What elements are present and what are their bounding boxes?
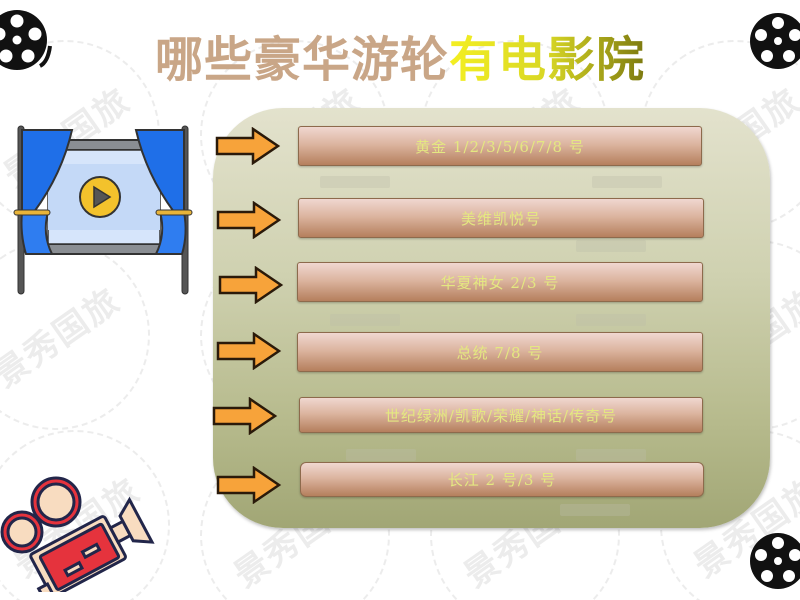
film-reel-icon: [750, 13, 800, 69]
ship-button-golden[interactable]: 黄金 1/2/3/5/6/7/8 号: [298, 126, 702, 166]
ship-label: 世纪绿洲/凯歌/荣耀/神话/传奇号: [384, 406, 618, 425]
title-part-1: 哪些豪华游轮: [154, 32, 449, 88]
arrow-right-icon: [215, 127, 281, 165]
ship-row: 世纪绿洲/凯歌/荣耀/神话/传奇号: [0, 397, 800, 442]
movie-camera-icon: [0, 476, 155, 592]
ship-button-huaxia-goddess[interactable]: 华夏神女 2/3 号: [297, 262, 703, 302]
faint-caption: [346, 449, 416, 461]
ship-label: 总统 7/8 号: [456, 343, 544, 362]
arrow-right-icon: [218, 266, 284, 304]
film-reel-icon: [750, 533, 800, 589]
arrow-right-icon: [212, 397, 278, 435]
arrow-right-icon: [216, 466, 282, 504]
ship-list-panel: [213, 108, 770, 528]
faint-caption: [560, 504, 630, 516]
ship-button-president[interactable]: 总统 7/8 号: [297, 332, 703, 372]
faint-caption: [320, 176, 390, 188]
faint-caption: [576, 240, 646, 252]
ship-label: 长江 2 号/3 号: [447, 471, 557, 489]
ship-button-century[interactable]: 世纪绿洲/凯歌/荣耀/神话/传奇号: [299, 397, 703, 433]
arrow-right-icon: [216, 201, 282, 239]
faint-caption: [592, 176, 662, 188]
ship-button-yangtze[interactable]: 长江 2 号/3 号: [300, 462, 704, 497]
faint-caption: [330, 314, 400, 326]
ship-row: 长江 2 号/3 号: [0, 462, 800, 507]
ship-row: 黄金 1/2/3/5/6/7/8 号: [0, 126, 800, 171]
arrow-right-icon: [216, 332, 282, 370]
ship-row: 华夏神女 2/3 号: [0, 262, 800, 307]
ship-label: 华夏神女 2/3 号: [440, 273, 560, 292]
title-part-2: 有电影院: [449, 32, 646, 88]
ship-row: 总统 7/8 号: [0, 332, 800, 377]
ship-row: 美维凯悦号: [0, 198, 800, 243]
page-title: 哪些豪华游轮有电影院: [0, 30, 800, 90]
ship-label: 美维凯悦号: [460, 209, 541, 228]
film-reel-icon: [0, 10, 52, 70]
ship-button-viking[interactable]: 美维凯悦号: [298, 198, 704, 238]
faint-caption: [576, 314, 646, 326]
faint-caption: [576, 449, 646, 461]
ship-label: 黄金 1/2/3/5/6/7/8 号: [415, 137, 585, 156]
cinema-screen-icon: [13, 125, 193, 295]
